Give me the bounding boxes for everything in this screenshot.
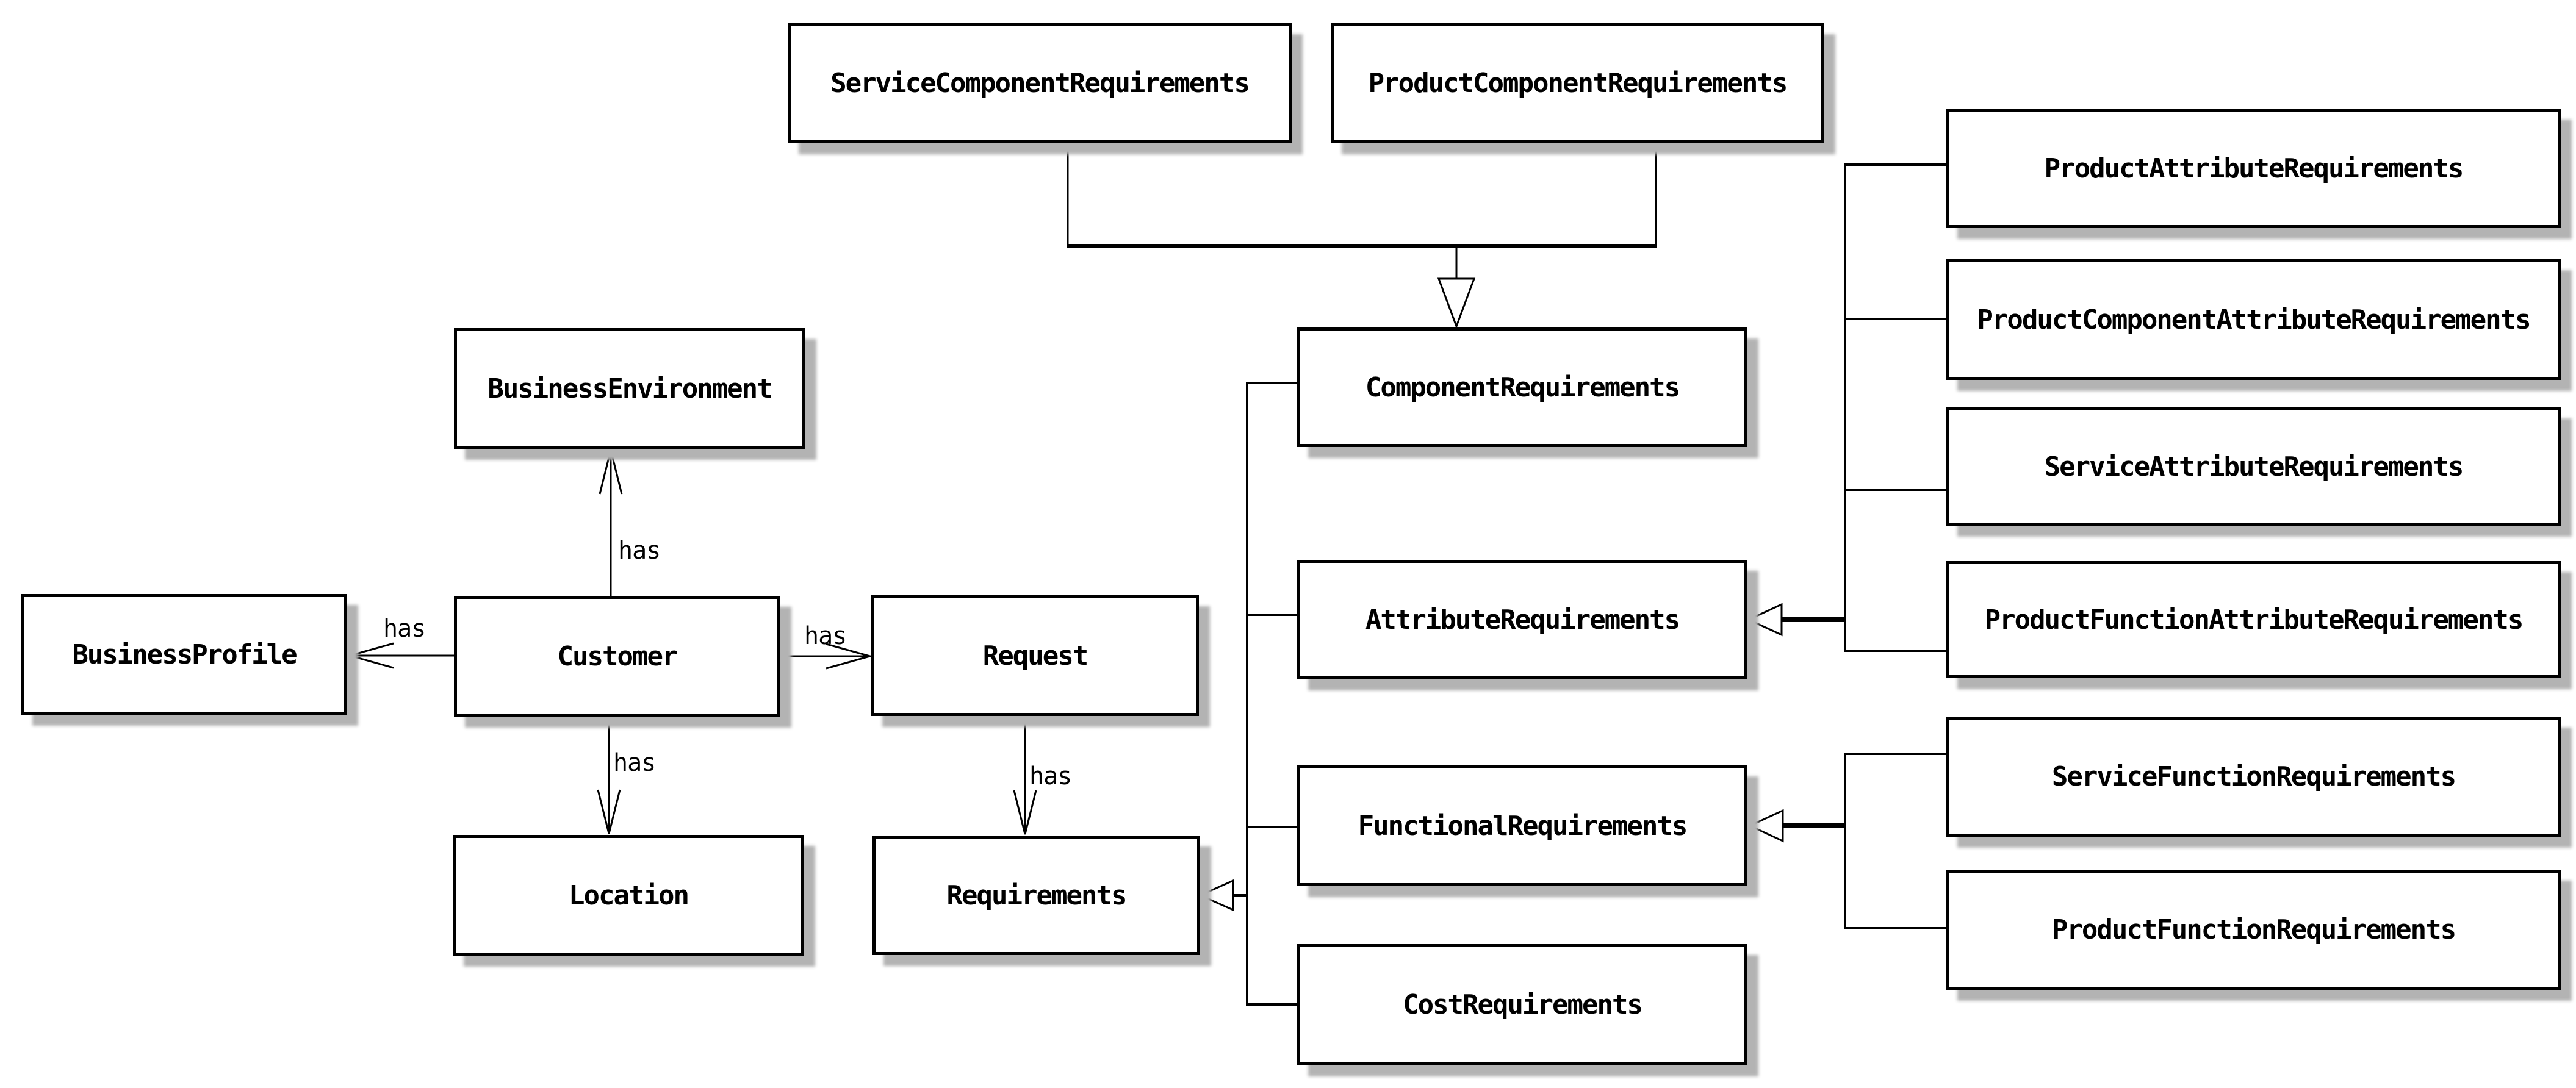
edge-label-has-businessprofile: has bbox=[383, 615, 426, 643]
open-arrow-left-icon bbox=[346, 642, 394, 669]
class-box-businessprofile: BusinessProfile bbox=[21, 594, 347, 715]
hollow-triangle-down-icon bbox=[1437, 277, 1476, 329]
association-customer-location bbox=[597, 717, 621, 834]
class-box-functionalrequirements: FunctionalRequirements bbox=[1297, 765, 1747, 886]
class-box-servicefunctionrequirements: ServiceFunctionRequirements bbox=[1946, 717, 2561, 837]
class-box-request: Request bbox=[871, 595, 1199, 716]
class-box-serviceattributerequirements: ServiceAttributeRequirements bbox=[1946, 407, 2561, 526]
open-arrow-down-icon bbox=[1013, 790, 1037, 835]
class-box-attributerequirements: AttributeRequirements bbox=[1297, 560, 1747, 679]
hollow-triangle-left-icon bbox=[1198, 879, 1234, 912]
association-customer-businessprofile bbox=[346, 642, 454, 669]
edge-label-has-location: has bbox=[613, 749, 656, 777]
edge-label-has-businessenvironment: has bbox=[618, 537, 661, 565]
class-box-productcomponentattributerequirements: ProductComponentAttributeRequirements bbox=[1946, 259, 2561, 380]
edge-label-has-request: has bbox=[804, 622, 847, 650]
open-arrow-right-icon bbox=[826, 643, 874, 670]
class-box-productattributerequirements: ProductAttributeRequirements bbox=[1946, 109, 2561, 228]
bracket-function-subclasses bbox=[1747, 753, 1946, 929]
bracket-middle-column-to-requirements bbox=[1198, 382, 1297, 1006]
class-box-customer: Customer bbox=[454, 596, 780, 717]
class-box-businessenvironment: BusinessEnvironment bbox=[454, 328, 805, 449]
class-box-location: Location bbox=[453, 835, 804, 956]
edge-label-has-requirements: has bbox=[1029, 762, 1072, 790]
generalization-top-to-componentrequirements bbox=[1067, 143, 1657, 329]
hollow-triangle-left-icon bbox=[1747, 809, 1784, 843]
class-box-servicecomponentrequirements: ServiceComponentRequirements bbox=[788, 23, 1292, 143]
class-box-requirements: Requirements bbox=[872, 836, 1200, 955]
open-arrow-up-icon bbox=[599, 449, 623, 495]
bracket-attribute-subclasses bbox=[1746, 163, 1946, 652]
class-box-productcomponentrequirements: ProductComponentRequirements bbox=[1331, 23, 1824, 143]
association-customer-businessenvironment bbox=[599, 449, 623, 596]
class-box-costrequirements: CostRequirements bbox=[1297, 944, 1747, 1065]
class-box-productfunctionattributerequirements: ProductFunctionAttributeRequirements bbox=[1946, 561, 2561, 678]
hollow-triangle-left-icon bbox=[1746, 603, 1783, 637]
open-arrow-down-icon bbox=[597, 789, 621, 834]
class-box-productfunctionrequirements: ProductFunctionRequirements bbox=[1946, 870, 2561, 990]
class-box-componentrequirements: ComponentRequirements bbox=[1297, 327, 1747, 447]
association-customer-request bbox=[780, 643, 874, 670]
association-request-requirements bbox=[1013, 716, 1037, 835]
